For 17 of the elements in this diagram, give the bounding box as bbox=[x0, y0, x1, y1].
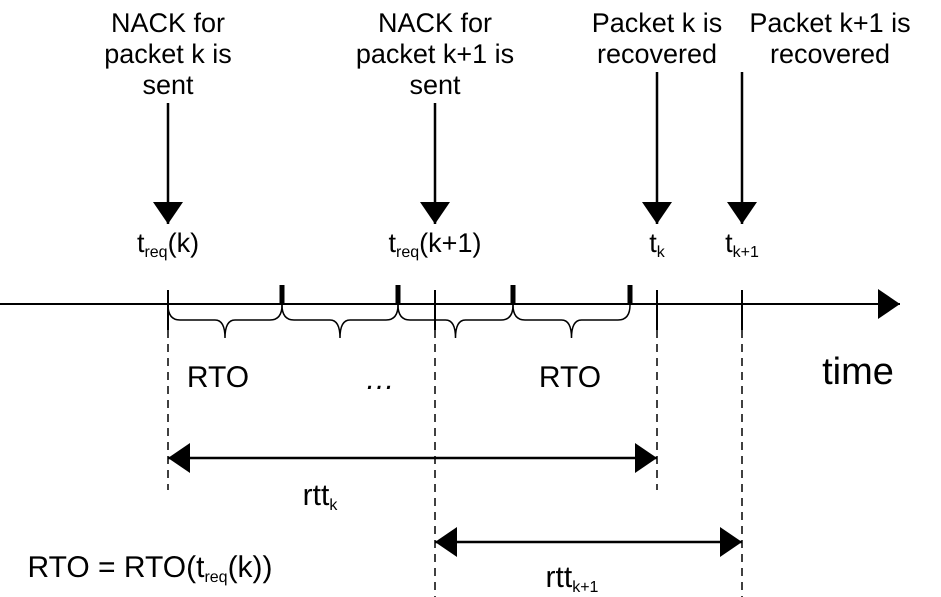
interval-label: rtt$_{k+1}$ bbox=[546, 560, 598, 596]
arrow bbox=[153, 103, 183, 224]
arrow bbox=[420, 103, 450, 224]
interval-label: RTO bbox=[186, 360, 250, 396]
time-label: t$_{k+1}$ bbox=[725, 228, 759, 259]
formula: RTO = RTO(t$_{req}$(k)) bbox=[27, 550, 273, 586]
interval-label: rtt$_{k}$ bbox=[302, 478, 338, 514]
time-label: t$_{k}$ bbox=[649, 228, 665, 259]
interval-label: RTO bbox=[538, 360, 602, 396]
ellipsis: … bbox=[365, 362, 395, 398]
time-label: t$_{req}$(k+1) bbox=[388, 228, 482, 259]
arrow bbox=[727, 72, 757, 224]
arrow bbox=[642, 72, 672, 224]
callout-text: NACK for packet k+1 is sent bbox=[342, 8, 528, 101]
callout-text: NACK for packet k is sent bbox=[76, 8, 260, 101]
axis-label: time bbox=[822, 350, 894, 394]
time-label: t$_{req}$(k) bbox=[136, 228, 200, 259]
